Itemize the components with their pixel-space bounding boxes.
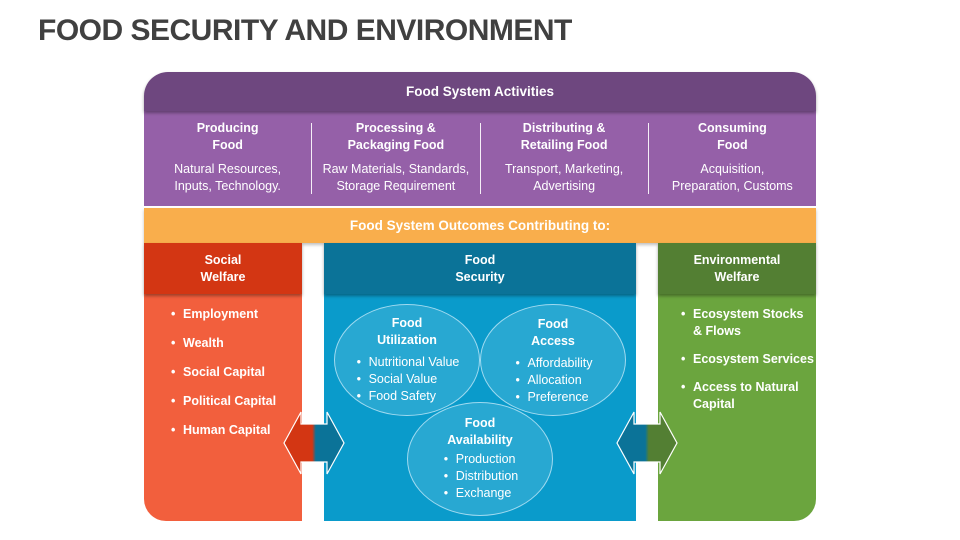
activity-desc: Transport, Marketing, Advertising (504, 162, 624, 193)
food-access-ellipse: Food Access Affordability Allocation Pre… (480, 304, 626, 416)
list-item: Exchange (442, 485, 519, 502)
double-arrow-left-icon (283, 411, 345, 475)
environmental-welfare-list: Ecosystem Stocks & Flows Ecosystem Servi… (679, 306, 814, 424)
list-item: Food Safety (355, 388, 460, 405)
activity-producing: Producing Food Natural Resources, Inputs… (144, 111, 311, 206)
list-item: Affordability (513, 355, 592, 372)
ellipse-title: Food Access (531, 317, 575, 348)
list-item: Ecosystem Stocks & Flows (679, 306, 814, 340)
list-item: Access to Natural Capital (679, 379, 814, 413)
food-security-header: Food Security (324, 243, 636, 294)
activity-distributing: Distributing & Retailing Food Transport,… (481, 111, 648, 206)
list-item: Distribution (442, 468, 519, 485)
food-availability-ellipse: Food Availability Production Distributio… (407, 402, 553, 516)
outcomes-header: Food System Outcomes Contributing to: (144, 208, 816, 243)
list-item: Preference (513, 389, 592, 406)
activity-desc: Acquisition, Preparation, Customs (671, 162, 793, 193)
page-title: FOOD SECURITY AND ENVIRONMENT (38, 14, 572, 47)
list-item: Production (442, 451, 519, 468)
list-item: Political Capital (169, 393, 276, 410)
double-arrow-right-icon (616, 411, 678, 475)
activity-title: Producing Food (196, 121, 259, 152)
social-welfare-header: Social Welfare (144, 243, 302, 294)
divider (479, 123, 481, 194)
activities-panel: Producing Food Natural Resources, Inputs… (144, 111, 816, 206)
divider (311, 123, 313, 194)
list-item: Social Value (355, 371, 460, 388)
list-item: Ecosystem Services (679, 351, 814, 368)
social-welfare-panel: Employment Wealth Social Capital Politic… (144, 294, 302, 521)
activity-desc: Natural Resources, Inputs, Technology. (174, 162, 282, 193)
environmental-welfare-header: Environmental Welfare (658, 243, 816, 294)
ellipse-title: Food Utilization (377, 316, 437, 347)
food-availability-list: Production Distribution Exchange (442, 451, 519, 502)
activity-title: Processing & Packaging Food (347, 121, 445, 152)
food-security-panel: Food Utilization Nutritional Value Socia… (324, 294, 636, 521)
ellipse-title: Food Availability (447, 416, 513, 447)
environmental-welfare-panel: Ecosystem Stocks & Flows Ecosystem Servi… (658, 294, 816, 521)
list-item: Employment (169, 306, 276, 323)
activities-header: Food System Activities (144, 72, 816, 111)
list-item: Human Capital (169, 422, 276, 439)
list-item: Social Capital (169, 364, 276, 381)
food-utilization-list: Nutritional Value Social Value Food Safe… (355, 354, 460, 405)
food-utilization-ellipse: Food Utilization Nutritional Value Socia… (334, 304, 480, 416)
list-item: Nutritional Value (355, 354, 460, 371)
food-access-list: Affordability Allocation Preference (513, 355, 592, 406)
activity-processing: Processing & Packaging Food Raw Material… (312, 111, 479, 206)
activity-consuming: Consuming Food Acquisition, Preparation,… (649, 111, 816, 206)
social-welfare-list: Employment Wealth Social Capital Politic… (169, 306, 276, 451)
activity-desc: Raw Materials, Standards, Storage Requir… (322, 162, 470, 193)
activity-title: Distributing & Retailing Food (520, 121, 608, 152)
list-item: Allocation (513, 372, 592, 389)
divider (647, 123, 649, 194)
list-item: Wealth (169, 335, 276, 352)
activity-title: Consuming Food (698, 121, 767, 152)
